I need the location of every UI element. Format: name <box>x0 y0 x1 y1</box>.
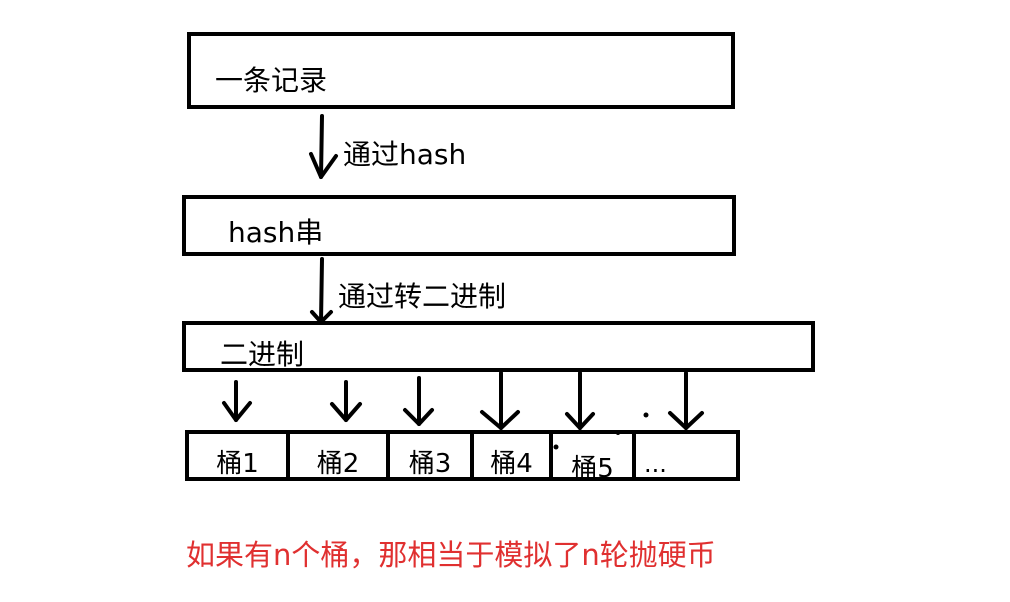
bucket-label: ... <box>644 450 667 478</box>
arrow-head <box>480 410 520 430</box>
bucket-label: 桶2 <box>316 449 360 479</box>
arrow-head <box>330 402 362 422</box>
bucket-more: ... <box>632 430 740 481</box>
arrow-head <box>222 401 252 422</box>
bucket-label: 桶5 <box>571 454 614 484</box>
arrow-label-hash: 通过hash <box>343 138 467 171</box>
bucket-5: 桶5 <box>549 430 632 484</box>
hash-string-label: hash串 <box>228 216 324 249</box>
bucket-label: 桶3 <box>408 449 452 479</box>
arrow-head <box>310 310 333 324</box>
binary-label: 二进制 <box>220 338 305 371</box>
ellipsis-dot <box>553 444 559 450</box>
arrow-head <box>403 408 434 426</box>
bucket-4: 桶4 <box>470 430 549 481</box>
bucket-3: 桶3 <box>386 430 470 481</box>
bucket-1: 桶1 <box>185 430 286 481</box>
footer-note: 如果有n个桶，那相当于模拟了n轮抛硬币 <box>186 538 716 572</box>
arrow-record-to-hash <box>319 114 324 179</box>
arrow-head <box>309 152 338 179</box>
record-box: 一条记录 <box>187 32 735 109</box>
hash-string-box: hash串 <box>182 195 736 256</box>
arrow-hash-to-binary <box>319 257 324 324</box>
arrow-head <box>565 412 595 430</box>
binary-box: 二进制 <box>182 321 815 372</box>
ellipsis-dot <box>616 431 620 435</box>
arrow-head <box>668 411 704 430</box>
bucket-label: 桶1 <box>216 449 259 479</box>
record-label: 一条记录 <box>215 64 328 97</box>
ellipsis-dot <box>643 412 649 418</box>
arrow-label-binary: 通过转二进制 <box>338 280 507 313</box>
bucket-2: 桶2 <box>286 430 386 481</box>
bucket-label: 桶4 <box>490 449 533 479</box>
